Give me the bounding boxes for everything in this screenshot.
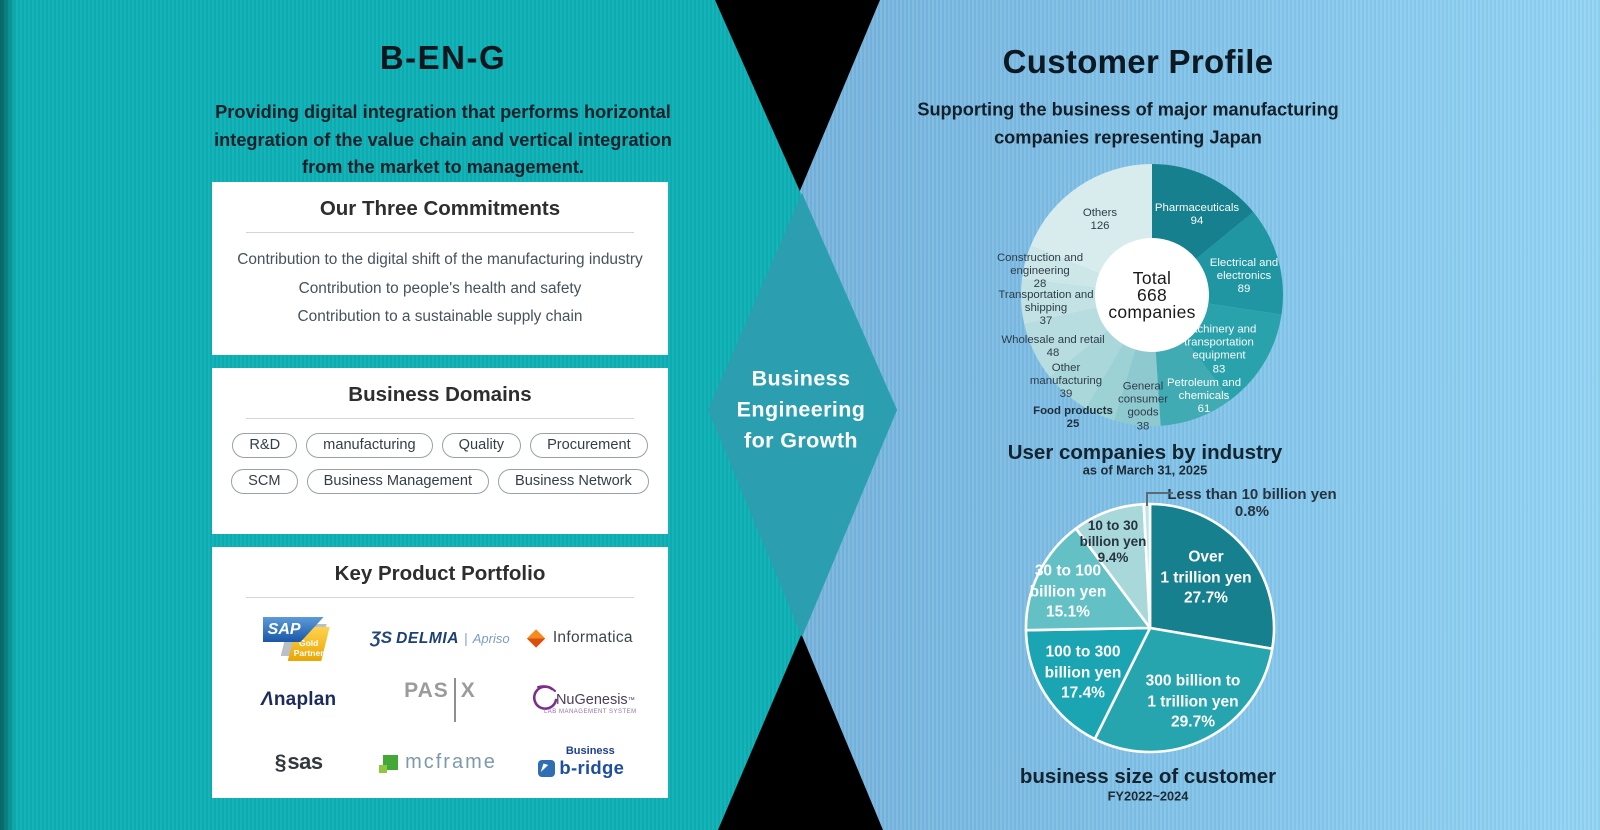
industry-chart-caption: User companies by industry bbox=[1007, 441, 1283, 464]
domain-pill-rd: R&D bbox=[232, 433, 298, 458]
donut-label-food: Food products 25 bbox=[1033, 404, 1113, 430]
mcframe-square-icon bbox=[379, 754, 399, 773]
mcframe-logo: mcframe bbox=[379, 738, 497, 786]
donut-label-machinery: Machinery and transportation equipment 8… bbox=[1181, 323, 1257, 376]
sas-swirl-icon: § bbox=[274, 751, 287, 774]
company-subtitle: Providing digital integration that perfo… bbox=[214, 101, 672, 177]
commitments-card: Our Three Commitments Contribution to th… bbox=[212, 182, 668, 355]
donut-total-label: Total 668 companies bbox=[1108, 267, 1196, 322]
anaplan-logo: Λnaplan bbox=[261, 689, 337, 710]
commitments-title: Our Three Commitments bbox=[319, 197, 561, 220]
sap-gold-partner-logo: Gold Partner SAP bbox=[261, 614, 337, 662]
size-chart-period: FY2022~2024 bbox=[1107, 788, 1189, 804]
domain-pill-quality: Quality bbox=[441, 433, 522, 458]
commitment-item: Contribution to people's health and safe… bbox=[298, 279, 582, 297]
donut-label-others: Others 126 bbox=[1082, 206, 1118, 232]
pie-label-30-100b: 30 to 100 billion yen 15.1% bbox=[1029, 562, 1107, 621]
pie-label-less-10b: Less than 10 billion yen 0.8% bbox=[1167, 486, 1337, 520]
donut-label-other-mfg: Other manufacturing 39 bbox=[1029, 362, 1103, 401]
pie-label-100-300b: 100 to 300 billion yen 17.4% bbox=[1044, 643, 1122, 702]
domain-pill-manufacturing: manufacturing bbox=[306, 433, 433, 458]
business-bridge-logo: Business b-ridge bbox=[538, 738, 624, 786]
sas-logo: § sas bbox=[274, 749, 323, 774]
delmia-apriso-logo: ƷS DELMIA | Apriso bbox=[370, 628, 510, 647]
center-slogan: Business Engineering for Growth bbox=[736, 366, 866, 453]
divider bbox=[246, 597, 634, 598]
size-chart-caption: business size of customer bbox=[1019, 765, 1277, 788]
donut-label-consumer-goods: General consumer goods 38 bbox=[1117, 380, 1169, 433]
3ds-icon: ƷS bbox=[370, 628, 393, 647]
industry-donut-chart bbox=[1020, 164, 1284, 427]
commitment-item: Contribution to the digital shift of the… bbox=[237, 251, 643, 268]
business-domains-title: Business Domains bbox=[348, 383, 532, 406]
company-title: B-EN-G bbox=[379, 39, 507, 76]
pasx-logo: PAS X bbox=[404, 676, 476, 724]
informatica-diamond-icon bbox=[526, 627, 548, 649]
customer-profile-subtitle: Supporting the business of major manufac… bbox=[917, 99, 1339, 148]
pie-label-10-30b: 10 to 30 billion yen 9.4% bbox=[1079, 518, 1147, 565]
donut-label-petroleum: Petroleum and chemicals 61 bbox=[1166, 377, 1242, 416]
domain-pill-business-network: Business Network bbox=[498, 469, 649, 494]
commitment-item: Contribution to a sustainable supply cha… bbox=[297, 308, 583, 326]
bridge-square-icon bbox=[538, 760, 556, 777]
pie-label-over-1t: Over 1 trillion yen 27.7% bbox=[1160, 548, 1252, 607]
anaplan-caret-icon: Λ bbox=[261, 689, 274, 710]
portfolio-title: Key Product Portfolio bbox=[334, 562, 546, 585]
donut-label-pharmaceuticals: Pharmaceuticals 94 bbox=[1154, 201, 1240, 227]
nugenesis-swirl-icon bbox=[532, 685, 558, 710]
callout-leader-line bbox=[1146, 492, 1173, 494]
donut-label-electrical: Electrical and electronics 89 bbox=[1209, 257, 1279, 296]
donut-label-wholesale: Wholesale and retail 48 bbox=[1001, 333, 1105, 359]
portfolio-card: Key Product Portfolio Gold Partner SAP Ʒ… bbox=[212, 547, 668, 798]
callout-leader-line bbox=[1146, 492, 1148, 506]
pasx-divider-bar bbox=[453, 678, 456, 722]
donut-label-construction: Construction and engineering 28 bbox=[996, 252, 1084, 291]
domain-pill-business-management: Business Management bbox=[306, 469, 490, 494]
informatica-logo: Informatica bbox=[526, 614, 633, 662]
divider bbox=[246, 418, 634, 419]
divider bbox=[246, 232, 634, 233]
pie-label-300b-1t: 300 billion to 1 trillion yen 29.7% bbox=[1145, 672, 1241, 731]
domain-pill-procurement: Procurement bbox=[530, 433, 648, 458]
industry-chart-as-of: as of March 31, 2025 bbox=[1082, 462, 1208, 478]
domain-pill-scm: SCM bbox=[231, 469, 298, 494]
customer-profile-title: Customer Profile bbox=[1002, 43, 1274, 80]
business-domains-card: Business Domains R&D manufacturing Quali… bbox=[212, 368, 668, 534]
business-size-pie-chart bbox=[1024, 502, 1276, 754]
donut-label-transportation: Transportation and shipping 37 bbox=[998, 289, 1094, 328]
